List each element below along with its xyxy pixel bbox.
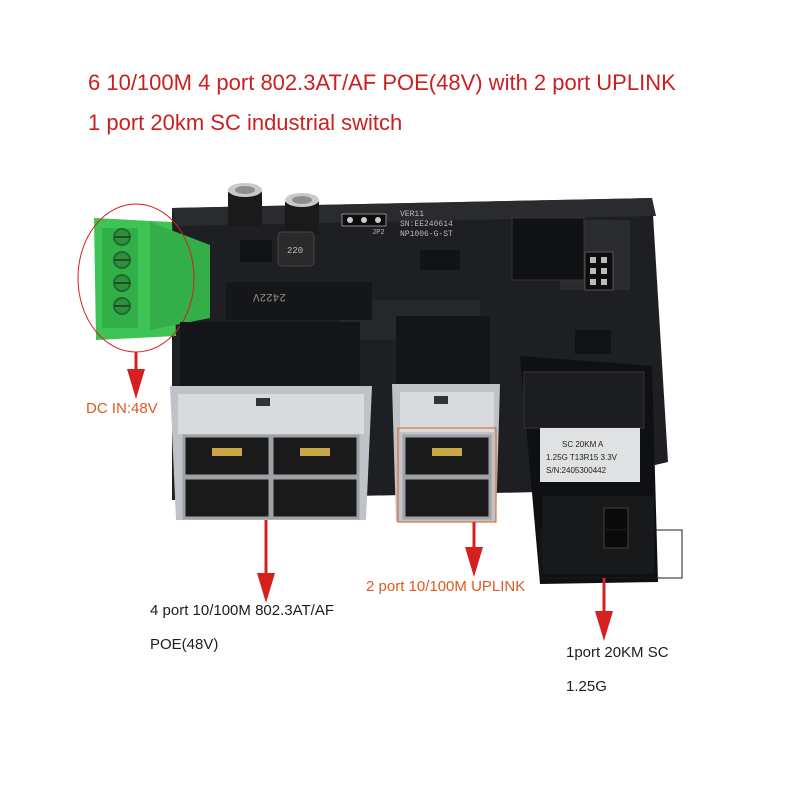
chip-marking: 2422V bbox=[253, 290, 286, 302]
main-chip bbox=[511, 217, 585, 281]
title-line-1: 6 10/100M 4 port 802.3AT/AF POE(48V) wit… bbox=[88, 70, 676, 95]
pin-header bbox=[584, 251, 614, 291]
jp2-header bbox=[341, 213, 387, 227]
poe-label-line-2: POE(48V) bbox=[150, 636, 219, 653]
sc-fiber-module: SC 20KM A 1.25G T13R15 3.3V S/N:24053004… bbox=[520, 356, 658, 584]
small-chip bbox=[240, 240, 272, 262]
capacitor bbox=[285, 193, 319, 236]
inductor: 220 bbox=[277, 231, 315, 267]
jp2-label: JP2 bbox=[372, 229, 385, 237]
dc-terminal-block bbox=[94, 218, 210, 340]
capacitor bbox=[228, 183, 262, 226]
poe-rj45-block bbox=[170, 322, 372, 520]
board-model: NP1006-G-ST bbox=[400, 230, 453, 239]
inductor-marking: 220 bbox=[287, 246, 303, 256]
board-serial: SN:EE240614 bbox=[400, 220, 453, 229]
sfp-label-line1: SC 20KM A bbox=[562, 440, 604, 449]
uplink-highlight-box bbox=[397, 427, 497, 523]
small-chip bbox=[575, 330, 611, 354]
sc-label-line-2: 1.25G bbox=[566, 678, 607, 695]
uplink-label: 2 port 10/100M UPLINK bbox=[366, 578, 526, 595]
poe-label-line-1: 4 port 10/100M 802.3AT/AF bbox=[150, 602, 334, 619]
sfp-label-line2: 1.25G T13R15 3.3V bbox=[546, 453, 618, 462]
sfp-label-line3: S/N:2405300442 bbox=[546, 466, 607, 475]
dc-in-label: DC IN:48V bbox=[86, 400, 158, 417]
uplink-rj45-block bbox=[392, 316, 500, 522]
small-chip bbox=[420, 250, 460, 270]
title-line-2: 1 port 20km SC industrial switch bbox=[88, 110, 403, 135]
sc-label-line-1: 1port 20KM SC bbox=[566, 644, 669, 661]
board-version: VER11 bbox=[400, 210, 424, 219]
poe-chip bbox=[226, 282, 372, 320]
sc-highlight-box bbox=[539, 529, 683, 579]
